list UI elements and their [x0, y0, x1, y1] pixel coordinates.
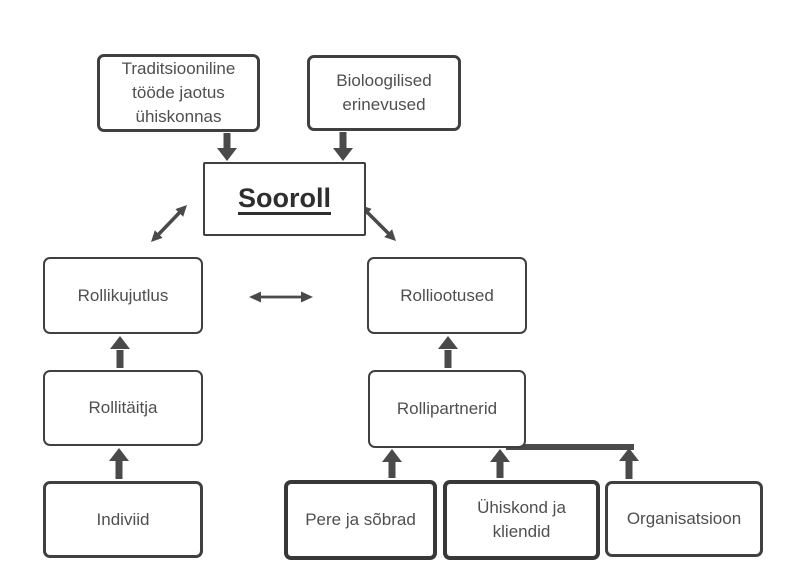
- node-indiviid: Indiviid: [43, 481, 203, 558]
- double-arrow-rollikujutlus-rolliootused-icon: [249, 291, 313, 303]
- node-bioloogilised: Bioloogilised erinevused: [307, 55, 461, 131]
- arrow-down-biological-to-sooroll-icon: [333, 132, 353, 161]
- arrow-up-uhiskond-to-rollipartnerid-icon: [490, 449, 510, 478]
- node-indiviid-label: Indiviid: [96, 509, 150, 529]
- node-traditsiooniline-label: Traditsiooniline tööde jaotus ühiskonnas: [121, 59, 236, 126]
- connector-organisatsioon-to-rollipartnerid-icon: [506, 444, 639, 479]
- node-uhiskond-ja-kliendid-label: Ühiskond ja kliendid: [477, 498, 566, 541]
- node-organisatsioon: Organisatsioon: [605, 481, 763, 557]
- node-rollipartnerid-label: Rollipartnerid: [396, 399, 498, 419]
- double-arrow-sooroll-rollikujutlus-icon: [151, 205, 187, 242]
- arrow-down-traditional-to-sooroll-icon: [217, 133, 237, 161]
- node-traditsiooniline: Traditsiooniline tööde jaotus ühiskonnas: [97, 54, 260, 132]
- arrow-up-rollitaitja-to-rollikujutlus-icon: [110, 336, 130, 368]
- arrow-up-pere-to-rollipartnerid-icon: [382, 449, 402, 478]
- node-rollikujutlus-label: Rollikujutlus: [77, 285, 169, 305]
- node-rollikujutlus: Rollikujutlus: [43, 257, 203, 334]
- node-rolliootused-label: Rolliootused: [400, 285, 494, 305]
- node-pere-ja-sobrad: Pere ja sõbrad: [284, 480, 437, 560]
- node-bioloogilised-label: Bioloogilised erinevused: [336, 71, 432, 114]
- node-sooroll: Sooroll: [203, 162, 366, 236]
- arrow-up-indiviid-to-rollitaitja-icon: [109, 448, 129, 479]
- node-rollipartnerid: Rollipartnerid: [368, 370, 526, 448]
- node-rollitaitja: Rollitäitja: [43, 370, 203, 446]
- node-pere-ja-sobrad-label: Pere ja sõbrad: [305, 510, 416, 530]
- node-rolliootused: Rolliootused: [367, 257, 527, 334]
- node-organisatsioon-label: Organisatsioon: [626, 509, 742, 529]
- node-rollitaitja-label: Rollitäitja: [88, 398, 158, 418]
- arrow-up-rollipartnerid-to-rolliootused-icon: [438, 336, 458, 368]
- node-sooroll-label: Sooroll: [238, 183, 331, 214]
- node-uhiskond-ja-kliendid: Ühiskond ja kliendid: [443, 480, 600, 560]
